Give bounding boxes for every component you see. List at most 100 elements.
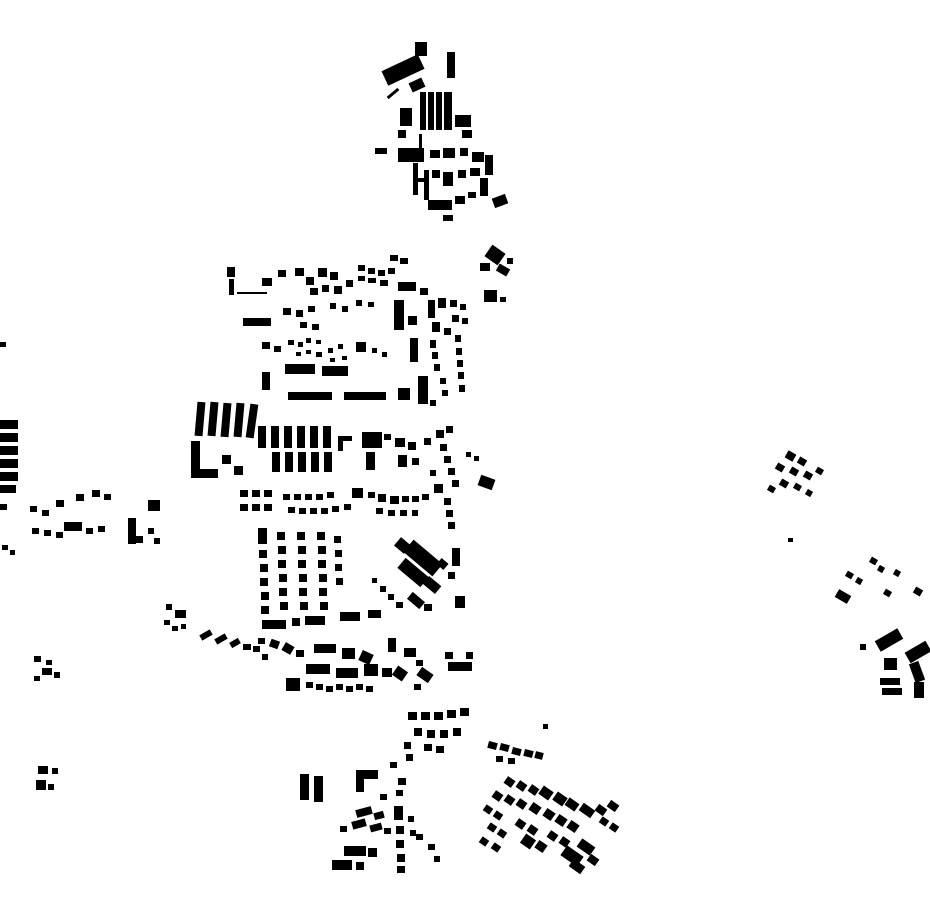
building-footprint <box>578 802 596 819</box>
building-footprint <box>229 637 241 649</box>
building-footprint <box>904 640 930 664</box>
building-footprint <box>336 668 358 678</box>
building-footprint <box>428 844 435 850</box>
building-footprint <box>356 862 364 870</box>
building-footprint <box>261 606 269 614</box>
building-footprint <box>300 774 309 800</box>
building-footprint <box>402 496 409 502</box>
building-footprint <box>311 452 319 472</box>
building-footprint <box>300 602 308 610</box>
building-footprint <box>214 633 228 645</box>
building-footprint <box>268 638 281 650</box>
building-footprint <box>400 510 407 516</box>
building-footprint <box>458 170 466 178</box>
building-footprint <box>882 588 893 598</box>
building-footprint <box>458 372 464 379</box>
building-footprint <box>237 292 267 294</box>
building-footprint <box>278 560 286 568</box>
building-footprint <box>264 504 272 511</box>
building-footprint <box>784 450 797 462</box>
building-footprint <box>272 452 280 472</box>
building-footprint <box>356 770 378 779</box>
building-footprint <box>415 42 427 56</box>
building-footprint <box>358 276 365 281</box>
building-footprint <box>452 548 460 566</box>
building-footprint <box>305 616 325 625</box>
building-footprint <box>334 286 342 294</box>
building-footprint <box>252 490 260 497</box>
building-footprint <box>279 574 287 582</box>
building-footprint <box>491 193 509 209</box>
building-footprint <box>356 684 363 690</box>
building-footprint <box>398 388 410 400</box>
building-footprint <box>766 484 777 494</box>
building-footprint <box>538 785 554 801</box>
building-footprint <box>368 268 375 274</box>
building-footprint <box>355 806 373 818</box>
building-footprint <box>447 52 455 78</box>
building-footprint <box>444 498 451 505</box>
building-footprint <box>34 656 41 662</box>
building-footprint <box>319 588 327 596</box>
building-footprint <box>0 433 18 442</box>
building-footprint <box>408 816 414 822</box>
building-footprint <box>191 469 218 478</box>
building-footprint <box>470 168 480 176</box>
building-footprint <box>410 338 418 362</box>
building-footprint <box>515 798 528 810</box>
building-footprint <box>430 470 436 476</box>
building-footprint <box>455 335 461 342</box>
building-footprint <box>514 818 527 830</box>
building-footprint <box>440 730 448 738</box>
building-footprint <box>323 426 331 448</box>
building-footprint <box>418 178 424 182</box>
building-footprint <box>430 150 440 158</box>
building-footprint <box>259 550 267 558</box>
building-footprint <box>332 860 352 870</box>
building-footprint <box>462 130 472 138</box>
building-footprint <box>876 564 886 574</box>
building-footprint <box>296 352 301 356</box>
building-footprint <box>274 346 281 352</box>
building-footprint <box>42 668 52 675</box>
building-footprint <box>288 507 295 513</box>
building-footprint <box>490 842 502 853</box>
building-footprint <box>318 560 326 568</box>
building-footprint <box>297 532 305 540</box>
building-footprint <box>296 310 303 317</box>
building-footprint <box>416 666 434 684</box>
building-footprint <box>233 402 245 438</box>
building-footprint <box>369 822 383 833</box>
building-footprint <box>546 830 559 842</box>
building-footprint <box>298 452 306 472</box>
building-footprint <box>408 712 417 720</box>
building-footprint <box>395 438 405 447</box>
building-footprint <box>778 478 790 489</box>
building-footprint <box>306 350 311 354</box>
building-footprint <box>788 538 793 542</box>
building-footprint <box>164 620 170 625</box>
building-footprint <box>508 758 515 764</box>
building-footprint <box>227 267 235 277</box>
building-footprint <box>874 628 904 652</box>
building-footprint <box>368 492 375 498</box>
building-footprint <box>477 474 496 491</box>
building-footprint <box>283 308 291 315</box>
building-footprint <box>30 506 37 512</box>
building-footprint <box>316 684 323 690</box>
building-footprint <box>455 596 465 608</box>
building-footprint <box>804 488 814 498</box>
building-footprint <box>342 306 348 312</box>
building-footprint <box>181 624 186 629</box>
building-footprint <box>368 278 376 283</box>
building-footprint <box>459 385 465 392</box>
building-footprint <box>460 708 469 716</box>
building-footprint <box>408 77 426 93</box>
building-footprint <box>262 654 268 660</box>
building-footprint <box>330 272 338 280</box>
building-footprint <box>332 506 339 512</box>
building-footprint <box>32 528 39 534</box>
building-footprint <box>0 342 6 347</box>
building-footprint <box>421 712 430 720</box>
